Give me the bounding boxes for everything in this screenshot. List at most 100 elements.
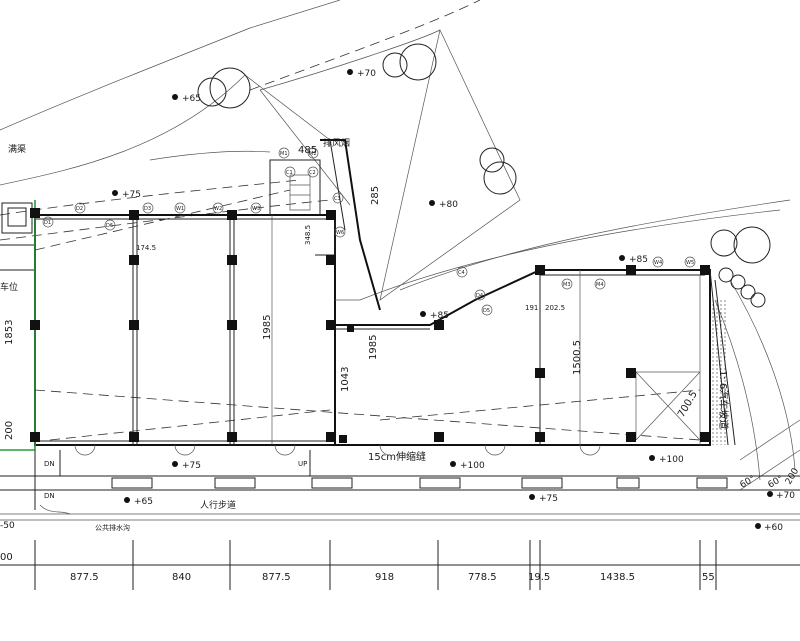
tag-12: D4 (474, 289, 486, 301)
tag-3: D3 (142, 202, 154, 214)
label-ditch: 满渠 (8, 143, 26, 155)
label-drain: 公共排水沟 (95, 523, 130, 532)
svg-text:+100: +100 (659, 455, 684, 465)
elev-marker-6: +85 (420, 311, 449, 321)
svg-text:+65: +65 (182, 94, 201, 104)
bottom-dim-3: 877.5 (262, 572, 291, 583)
tag-18: C4 (456, 266, 468, 278)
label-ramp: 1: 6汽车坡道 (717, 370, 730, 429)
bottom-dim-8: 55 (702, 572, 715, 583)
dim-1985-right: 1985 (368, 335, 379, 360)
columns (30, 208, 710, 443)
label-slot: 15cm伸缩缝 (368, 450, 426, 463)
tag-13: D5 (481, 304, 493, 316)
svg-text:D1: D1 (44, 220, 51, 226)
label-sidewalk: 人行步道 (200, 499, 236, 511)
dim-00: 00 (0, 552, 13, 563)
svg-text:M3: M3 (563, 282, 571, 288)
tag-8: M2 (307, 147, 319, 159)
elev-marker-13: +60 (755, 523, 783, 533)
trees (197, 43, 771, 308)
svg-text:M4: M4 (596, 282, 604, 288)
label-dn-1: DN (44, 460, 55, 468)
svg-text:+70: +70 (776, 491, 795, 501)
svg-text:+85: +85 (629, 255, 648, 265)
elev-marker-7: +75 (172, 461, 201, 471)
elev-marker-12: +70 (767, 491, 795, 501)
svg-text:W6: W6 (336, 230, 344, 236)
dashed-lines (34, 189, 701, 441)
tag-10: C2 (307, 166, 319, 178)
label-dn-2: DN (44, 492, 55, 500)
svg-text:+60: +60 (764, 523, 783, 533)
tag-7: M1 (278, 147, 290, 159)
tag-11: C3 (332, 192, 344, 204)
bottom-dimension-labels: 877.5 840 877.5 918 778.5 19.5 1438.5 55 (70, 572, 715, 583)
svg-text:+80: +80 (439, 200, 458, 210)
plan-dimension-labels: 485 285 1985 1985 1043 1853 200 1500.5 7… (0, 145, 800, 563)
svg-text:+75: +75 (122, 190, 141, 200)
dim-1500: 1500.5 (572, 340, 583, 375)
tag-15: M4 (594, 278, 606, 290)
svg-text:W3: W3 (252, 206, 260, 212)
svg-text:C4: C4 (458, 270, 465, 276)
tag-16: W4 (652, 256, 664, 268)
svg-text:M2: M2 (309, 151, 317, 157)
dim-200: 200 (4, 421, 15, 440)
label-smoke-chimney: 排风烟 (323, 137, 350, 149)
dim-202: 202.5 (545, 304, 565, 312)
elev-marker-1: +70 (347, 69, 376, 79)
svg-text:M1: M1 (280, 151, 288, 157)
svg-text:+100: +100 (460, 461, 485, 471)
bottom-dim-7: 1438.5 (600, 572, 635, 583)
tag-2: D2 (74, 202, 86, 214)
svg-text:D6: D6 (106, 223, 113, 229)
elev-marker-9: +100 (649, 455, 684, 465)
dim-285: 285 (370, 186, 381, 205)
elev-marker-5: +85 (619, 255, 648, 265)
svg-text:D4: D4 (476, 293, 483, 299)
doors (74, 444, 601, 456)
building-walls (0, 139, 736, 446)
svg-text:C1: C1 (286, 170, 293, 176)
tag-14: M3 (561, 278, 573, 290)
dim-348: 348.5 (304, 225, 312, 245)
elev-marker-2: +65 (172, 94, 201, 104)
elev-marker-11: +75 (529, 494, 558, 504)
bottom-dim-2: 840 (172, 572, 191, 583)
svg-text:D3: D3 (144, 206, 151, 212)
elev-marker-4: +80 (429, 200, 458, 210)
svg-text:D2: D2 (76, 206, 83, 212)
element-tags: D1 D2 D3 W1 W2 W3 M1 M2 C1 C2 C3 D4 D5 M… (42, 147, 696, 316)
dim-485: 485 (298, 145, 317, 156)
bottom-dimension-line (0, 540, 800, 590)
svg-text:+70: +70 (357, 69, 376, 79)
elevation-markers: +70 +65 +75 +80 +85 +85 +75 +100 +100 +6… (0, 69, 795, 533)
tag-4: W1 (174, 202, 186, 214)
text-labels: 满渠 排风烟 1: 6汽车坡道 人行步道 公共排水沟 车位 15cm伸缩缝 DN… (0, 137, 730, 532)
elev-marker-3: +75 (112, 190, 141, 200)
tag-17: W5 (684, 256, 696, 268)
svg-text:+85: +85 (430, 311, 449, 321)
sidewalk (0, 450, 800, 521)
tag-5: W2 (212, 202, 224, 214)
dim-191: 191 (525, 304, 538, 312)
bottom-dim-4: 918 (375, 572, 394, 583)
svg-text:+75: +75 (182, 461, 201, 471)
dim-1043: 1043 (340, 367, 351, 392)
label-parking: 车位 (0, 281, 18, 293)
bottom-dim-5: 778.5 (468, 572, 497, 583)
bottom-dim-1: 877.5 (70, 572, 99, 583)
dim-174: 174.5 (136, 244, 156, 252)
svg-text:C3: C3 (334, 196, 341, 202)
tag-1: D1 (42, 216, 54, 228)
label-up: UP (298, 460, 307, 468)
tag-19: D6 (104, 219, 116, 231)
dim-1985-left: 1985 (262, 315, 273, 340)
elev-marker-8: +100 (450, 461, 485, 471)
tag-9: C1 (284, 166, 296, 178)
tag-20: W6 (334, 226, 346, 238)
svg-text:W5: W5 (686, 260, 694, 266)
dim-1853: 1853 (4, 320, 15, 345)
